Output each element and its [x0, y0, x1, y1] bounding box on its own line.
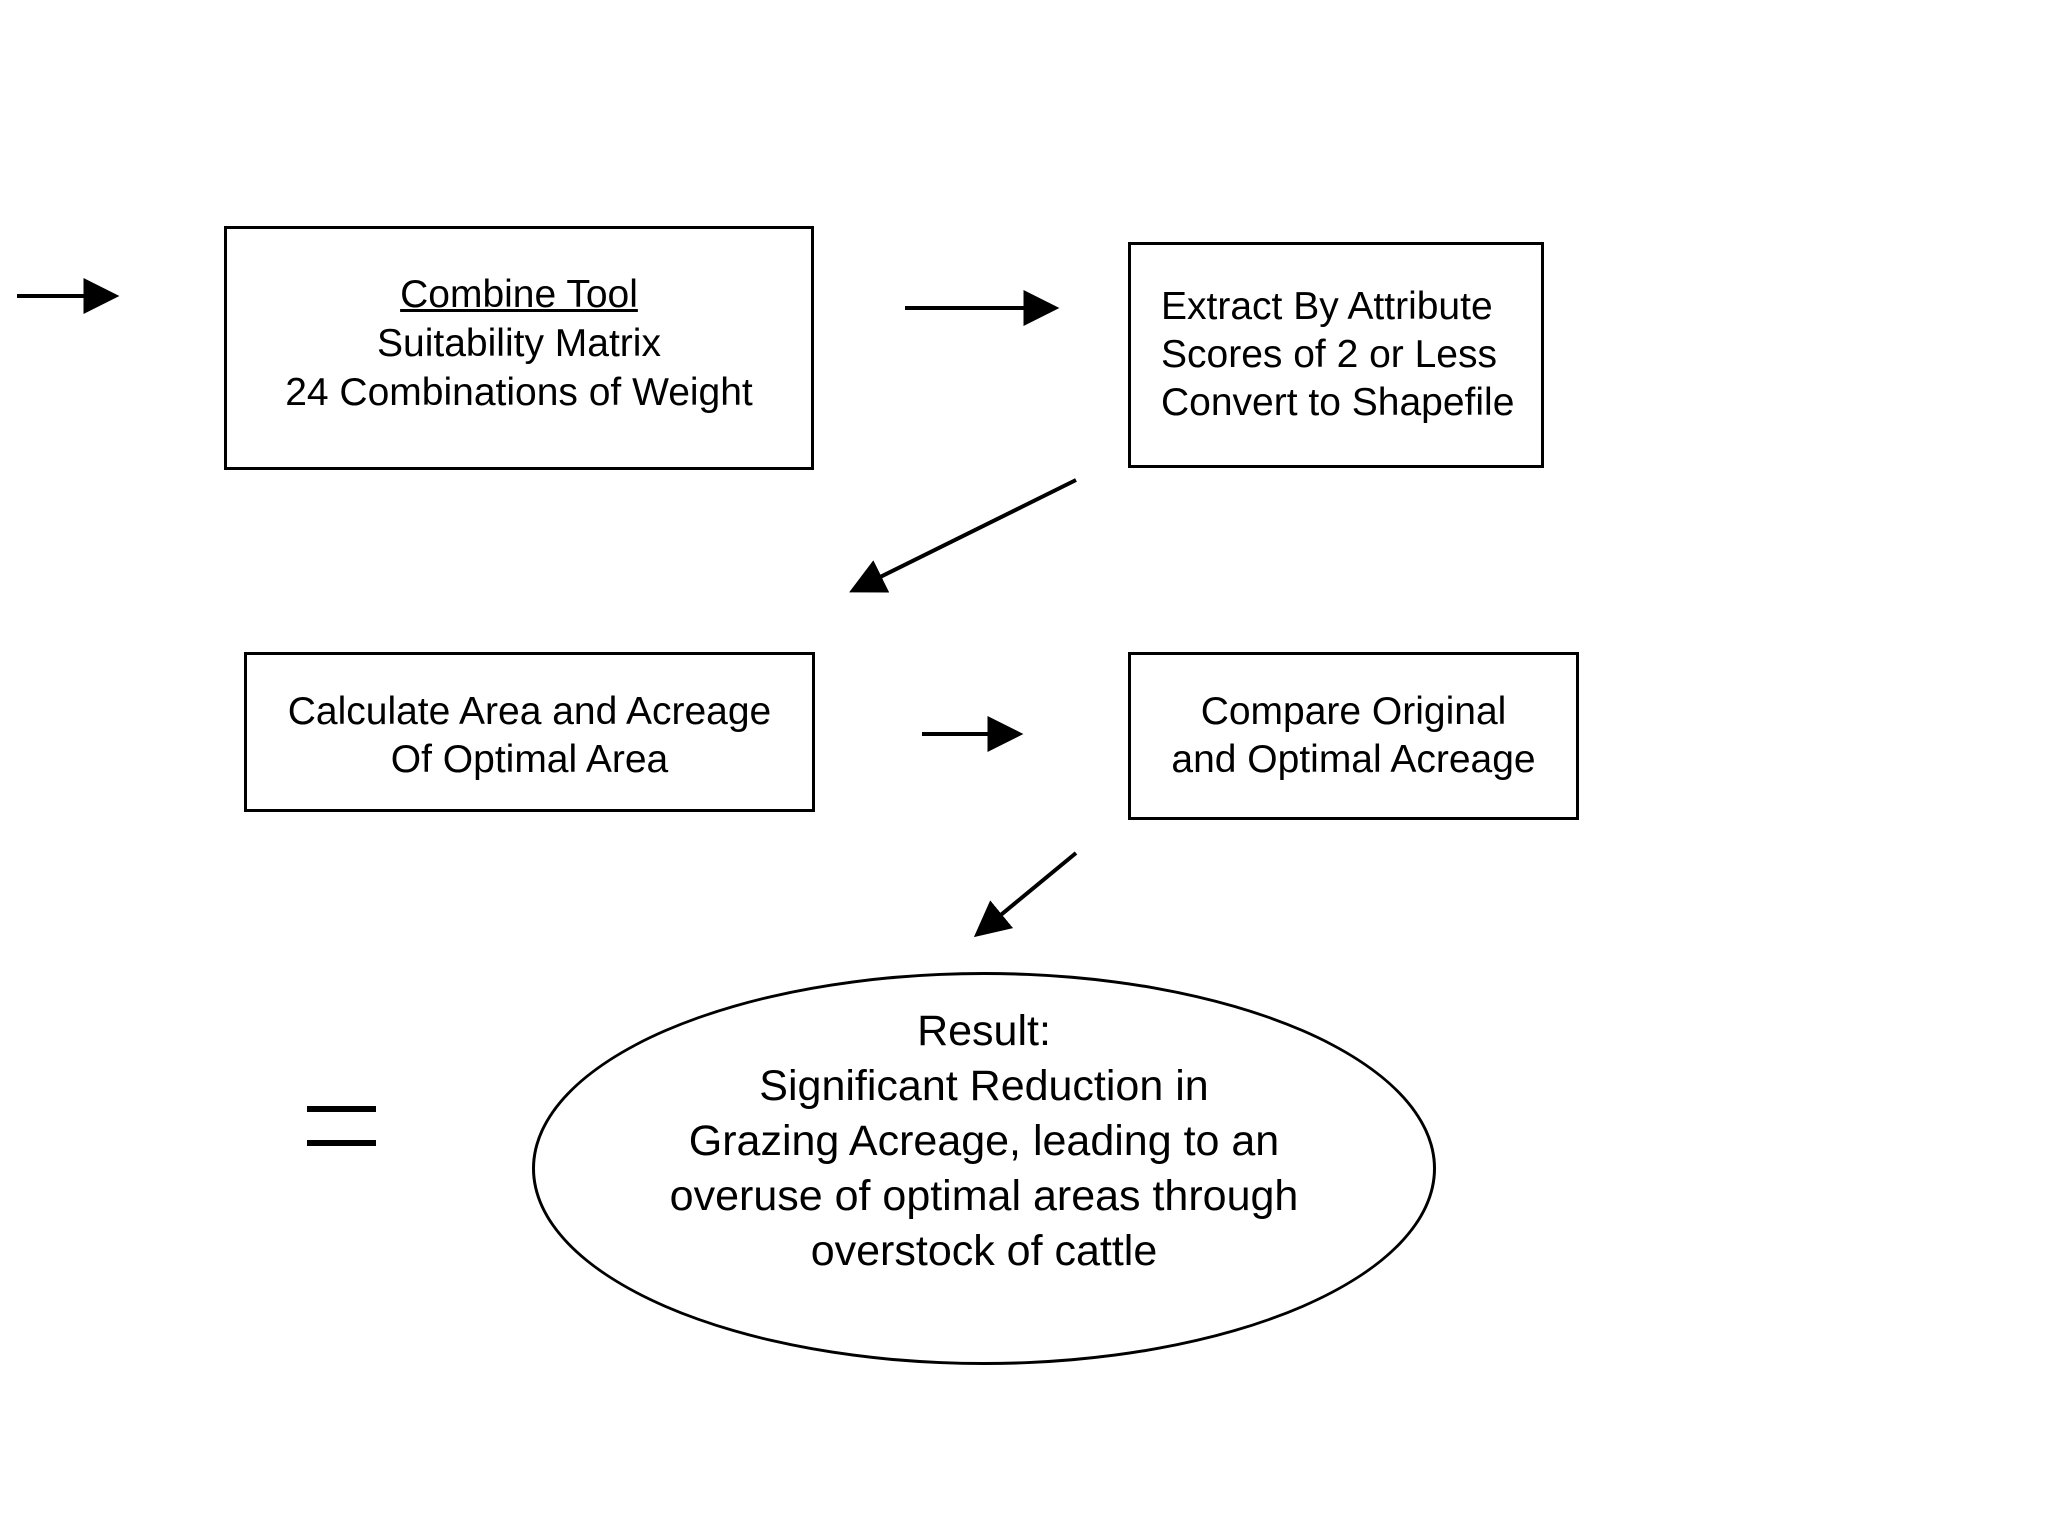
node-result-line2: Significant Reduction in — [759, 1062, 1209, 1110]
node-combine-tool: Combine Tool Suitability Matrix 24 Combi… — [224, 226, 814, 470]
arrow-extract-to-calculate — [849, 478, 1077, 593]
node-compare-line2: and Optimal Acreage — [1171, 738, 1536, 781]
node-calculate-line1: Calculate Area and Acreage — [287, 690, 772, 733]
node-calculate-line2: Of Optimal Area — [390, 738, 669, 781]
equals-sign-bottom-bar — [307, 1140, 376, 1146]
node-result-line1: Result: — [917, 1007, 1051, 1055]
node-compare-line1: Compare Original — [1200, 690, 1507, 733]
node-extract-by-attribute: Extract By Attribute Scores of 2 or Less… — [1128, 242, 1544, 468]
node-combine-tool-line3: 24 Combinations of Weight — [285, 370, 753, 414]
node-extract-line2: Scores of 2 or Less — [1161, 333, 1497, 376]
node-compare-acreage: Compare Original and Optimal Acreage — [1128, 652, 1579, 820]
node-result-line5: overstock of cattle — [810, 1227, 1158, 1275]
arrow-compare-to-result — [973, 851, 1078, 938]
node-result: Result: Significant Reduction in Grazing… — [532, 972, 1436, 1365]
equals-sign — [307, 1106, 376, 1146]
node-extract-line3: Convert to Shapefile — [1161, 381, 1515, 424]
node-extract-line1: Extract By Attribute — [1161, 285, 1493, 328]
node-combine-tool-title: Combine Tool — [400, 272, 638, 316]
node-calculate-area: Calculate Area and Acreage Of Optimal Ar… — [244, 652, 815, 812]
node-result-line4: overuse of optimal areas through — [669, 1172, 1299, 1220]
node-result-line3: Grazing Acreage, leading to an — [688, 1117, 1280, 1165]
node-combine-tool-line2: Suitability Matrix — [377, 321, 661, 365]
equals-sign-top-bar — [307, 1106, 376, 1112]
